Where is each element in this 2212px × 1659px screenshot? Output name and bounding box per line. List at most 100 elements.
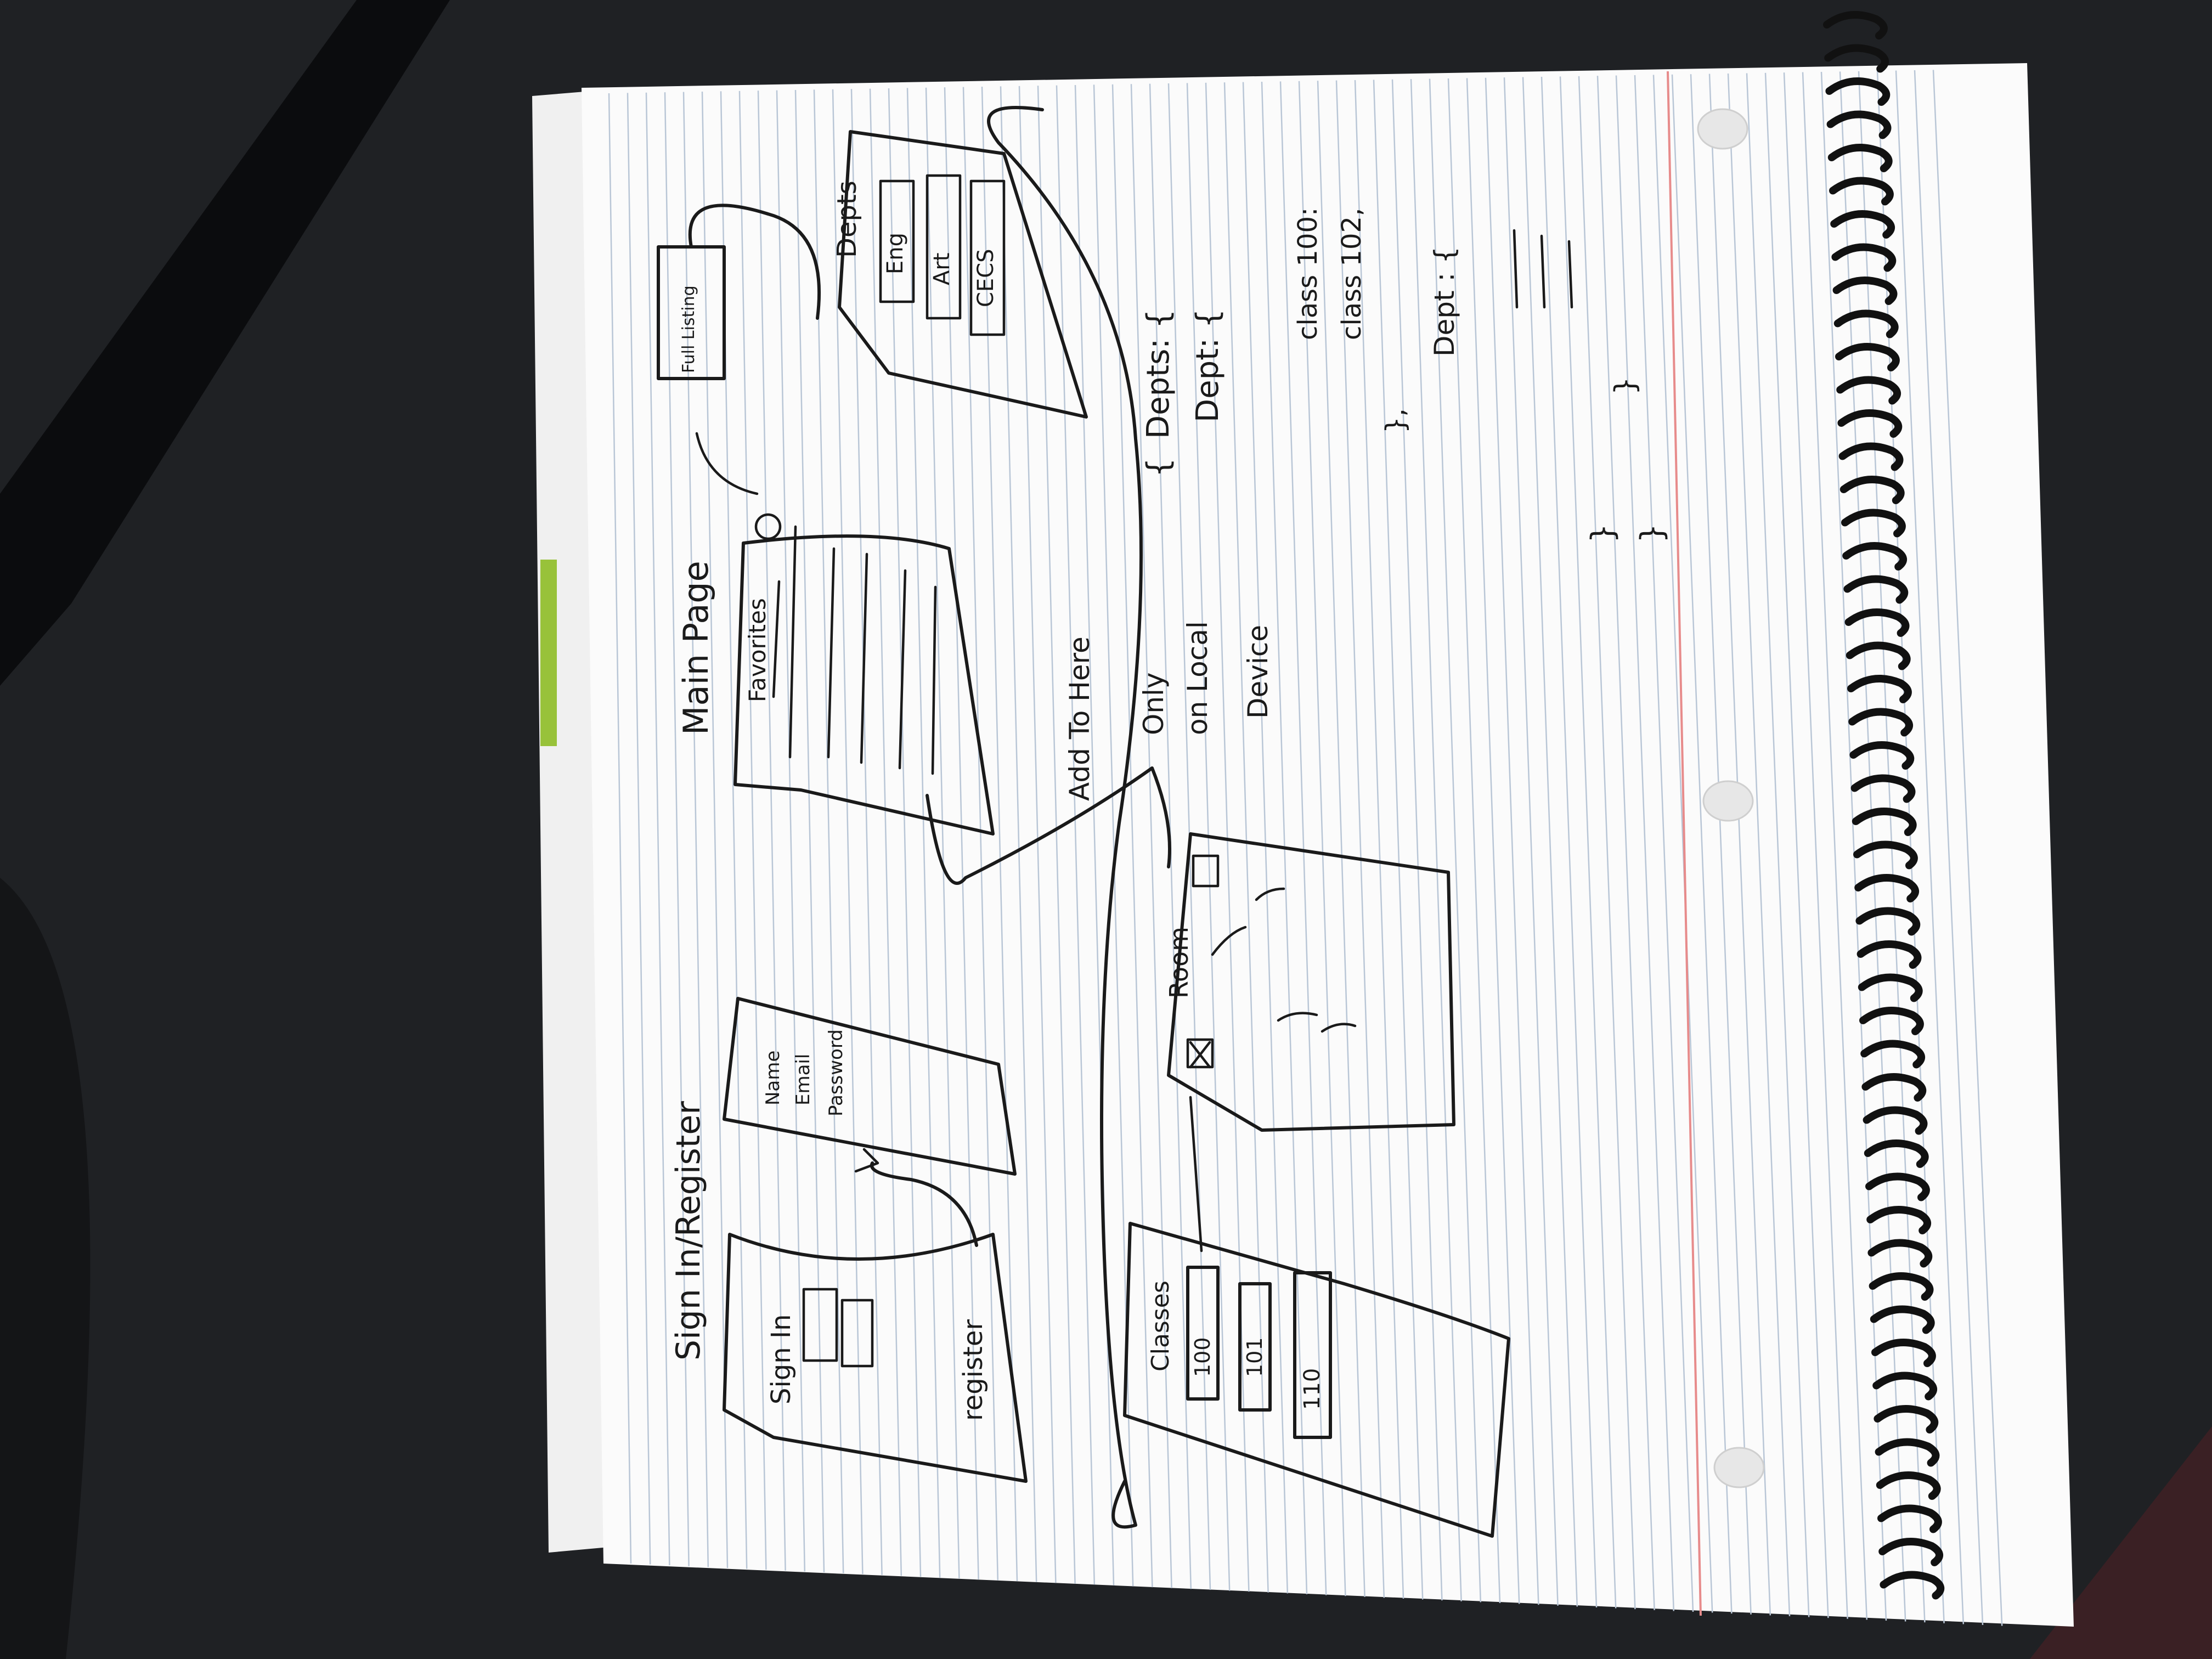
rule-line — [869, 88, 902, 1576]
classes-section: Classes 100 101 110 — [1123, 1096, 1510, 1538]
rule-line — [1485, 77, 1539, 1605]
dept-art-label: Art — [929, 253, 955, 286]
spiral-coil — [1865, 1172, 1930, 1201]
rule-line — [1634, 75, 1694, 1612]
main-page-title: Main Page — [676, 561, 716, 735]
punch-hole-top — [1697, 108, 1748, 150]
spiral-coil — [1848, 708, 1913, 737]
rule-line — [1914, 70, 1984, 1626]
rule-line — [1802, 72, 1868, 1620]
rule-line — [1111, 84, 1153, 1588]
rule-line — [832, 89, 864, 1575]
structure-line-3: class 100: — [1293, 207, 1323, 340]
rule-line — [1056, 85, 1096, 1585]
rule-line — [1391, 79, 1443, 1601]
spiral-coil — [1860, 1040, 1925, 1069]
spiral-coil — [1829, 177, 1894, 206]
spiral-coil — [1825, 77, 1891, 106]
rule-line — [1317, 81, 1365, 1597]
spiral-coil — [1835, 343, 1900, 371]
spiral-coil — [1843, 575, 1909, 604]
structure-line-7: } — [1609, 377, 1642, 395]
rule-line — [664, 92, 690, 1566]
sign-in-register-title: Sign In/Register — [669, 1101, 708, 1361]
rule-line — [1037, 86, 1076, 1584]
depts-header: Depts — [832, 180, 862, 258]
structure-line-6: Dept : { — [1429, 246, 1460, 357]
rule-line — [1522, 77, 1578, 1607]
rule-line — [1018, 86, 1057, 1583]
rule-line — [1671, 74, 1733, 1614]
register-arrow — [870, 1161, 978, 1247]
structure-line-1: Depts: { — [1141, 309, 1176, 439]
spiral-coil — [1826, 110, 1892, 139]
rule-line — [682, 92, 709, 1567]
rule-line — [738, 91, 767, 1570]
spiral-coil — [1839, 476, 1905, 504]
local-device-note-line1: Only — [1138, 672, 1170, 735]
rule-line — [1783, 72, 1848, 1619]
main-page-section: Main Page Favorites Full Listing Depts E… — [657, 130, 1088, 836]
rule-line — [1652, 75, 1713, 1613]
spiral-coil — [1864, 1139, 1929, 1168]
to-full-listing-arrow — [695, 432, 759, 495]
class-100-label: 100 — [1190, 1337, 1215, 1377]
punch-hole-middle — [1702, 780, 1754, 822]
spiral-coil — [1833, 309, 1899, 338]
spiral-coil — [1824, 44, 1889, 73]
spiral-coil — [1877, 1504, 1942, 1533]
room-label: Room — [1164, 927, 1194, 998]
spiral-coil — [1878, 1538, 1943, 1566]
structure-line-5: }, — [1380, 408, 1411, 433]
spiral-coil — [1875, 1438, 1940, 1467]
structure-line-2: Dept: { — [1190, 309, 1226, 422]
dept-eng-box — [879, 179, 915, 303]
class-110-box — [1293, 1271, 1332, 1439]
rule-line — [1932, 70, 2003, 1626]
rule-line — [1279, 81, 1327, 1595]
main-page-screen-outline — [733, 534, 995, 836]
register-arrowhead — [854, 1148, 879, 1173]
rule-line — [1130, 84, 1172, 1588]
spiral-binding — [1823, 11, 1945, 1600]
rule-line — [1746, 73, 1810, 1617]
dept-cecs-label: CECS — [973, 249, 998, 307]
rule-line — [701, 91, 729, 1568]
sign-in-screen-outline — [723, 1233, 1028, 1483]
email-field-label: Email — [792, 1054, 814, 1105]
dept-cecs-box — [969, 179, 1006, 336]
rule-line — [645, 92, 670, 1566]
class-101-label: 101 — [1243, 1337, 1267, 1377]
rule-line — [1261, 81, 1308, 1595]
rule-line — [1373, 80, 1424, 1600]
depts-screen-outline — [838, 130, 1088, 419]
spiral-coil — [1842, 542, 1907, 571]
spiral-coil — [1874, 1405, 1939, 1434]
spiral-coil — [1847, 675, 1912, 703]
classes-screen-outline — [1123, 1222, 1510, 1538]
room-detail-scribbles — [1211, 887, 1357, 1033]
spiral-coil — [1858, 973, 1923, 1002]
rule-line — [1727, 73, 1791, 1617]
name-field-label: Name — [762, 1051, 784, 1105]
spiral-coil — [1832, 276, 1898, 305]
rule-line — [1596, 76, 1655, 1610]
dept-art-box — [926, 174, 962, 320]
rule-line — [906, 88, 941, 1578]
spiral-coil — [1823, 11, 1888, 40]
room-checkbox-mark — [1189, 1041, 1211, 1069]
spiral-coil — [1831, 243, 1897, 272]
spiral-coil — [1863, 1106, 1928, 1135]
class-100-box — [1186, 1266, 1220, 1401]
flow-curve-lower — [926, 766, 1171, 885]
rule-line — [1410, 79, 1462, 1601]
spiral-coil — [1867, 1239, 1933, 1268]
local-device-note-line3: Device — [1242, 625, 1274, 719]
rule-line — [608, 93, 632, 1564]
bag-strap — [0, 0, 450, 686]
spiral-coil — [1827, 144, 1893, 172]
spiral-coil — [1837, 409, 1903, 438]
spiral-coil — [1830, 210, 1895, 239]
bag-corner — [0, 878, 91, 1659]
